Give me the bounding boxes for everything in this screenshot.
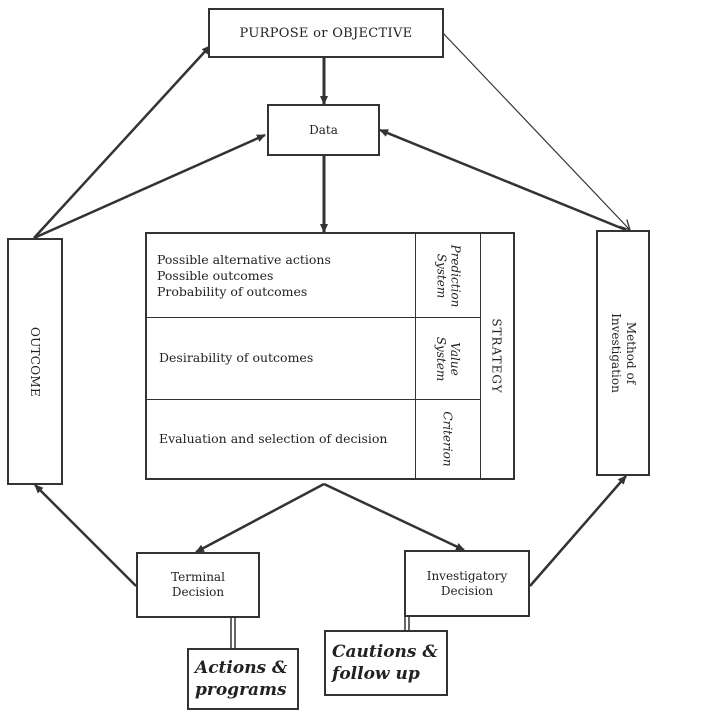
arrow-center-to-investigatory — [323, 482, 465, 552]
criterion-label: Criterion — [441, 411, 455, 467]
strategy-label: STRATEGY — [490, 318, 504, 394]
terminal-decision-label: Terminal Decision — [171, 570, 225, 599]
matrix-row-value-text: Desirability of outcomes — [159, 350, 314, 365]
matrix-row-criterion-text: Evaluation and selection of decision — [159, 431, 388, 446]
arrow-center-to-terminal — [195, 482, 325, 554]
matrix-row-divider-2 — [147, 399, 481, 400]
decision-matrix-box: Possible alternative actions Possible ou… — [145, 232, 515, 480]
cautions-follow-up-label: Cautions & follow up — [332, 642, 438, 684]
method-of-investigation-label: Method of Investigation — [609, 313, 638, 393]
data-box: Data — [267, 104, 380, 156]
data-label: Data — [309, 122, 338, 137]
purpose-objective-label: PURPOSE or OBJECTIVE — [239, 25, 413, 41]
cautions-follow-up-box: Cautions & follow up — [324, 630, 448, 696]
arrow-outcome-to-purpose — [33, 45, 211, 239]
matrix-side-value-cell: Value System — [416, 318, 480, 399]
matrix-row-prediction-text: Possible alternative actions Possible ou… — [157, 252, 331, 299]
prediction-system-label: Prediction System — [433, 244, 462, 307]
matrix-side-criterion-cell: Criterion — [416, 400, 480, 478]
arrow-terminal-to-outcome — [34, 484, 137, 587]
method-of-investigation-box: Method of Investigation — [596, 230, 650, 476]
matrix-strategy-cell: STRATEGY — [481, 234, 513, 478]
actions-programs-label: Actions & programs — [195, 658, 288, 700]
arrow-method-to-data — [379, 128, 627, 232]
arrow-investigatory-to-method — [529, 475, 627, 587]
matrix-divider-side — [415, 234, 416, 478]
matrix-side-prediction-cell: Prediction System — [416, 234, 480, 317]
purpose-objective-box: PURPOSE or OBJECTIVE — [208, 8, 444, 58]
outcome-box: OUTCOME — [7, 238, 63, 485]
matrix-row-divider-1 — [147, 317, 481, 318]
investigatory-decision-box: Investigatory Decision — [404, 550, 530, 617]
arrow-purpose-to-method — [441, 31, 630, 230]
arrow-outcome-to-data — [33, 133, 266, 240]
actions-programs-box: Actions & programs — [187, 648, 299, 710]
outcome-label: OUTCOME — [28, 326, 42, 397]
terminal-decision-box: Terminal Decision — [136, 552, 260, 618]
investigatory-decision-label: Investigatory Decision — [426, 568, 508, 598]
matrix-divider-strategy — [480, 234, 481, 478]
value-system-label: Value System — [434, 336, 462, 381]
